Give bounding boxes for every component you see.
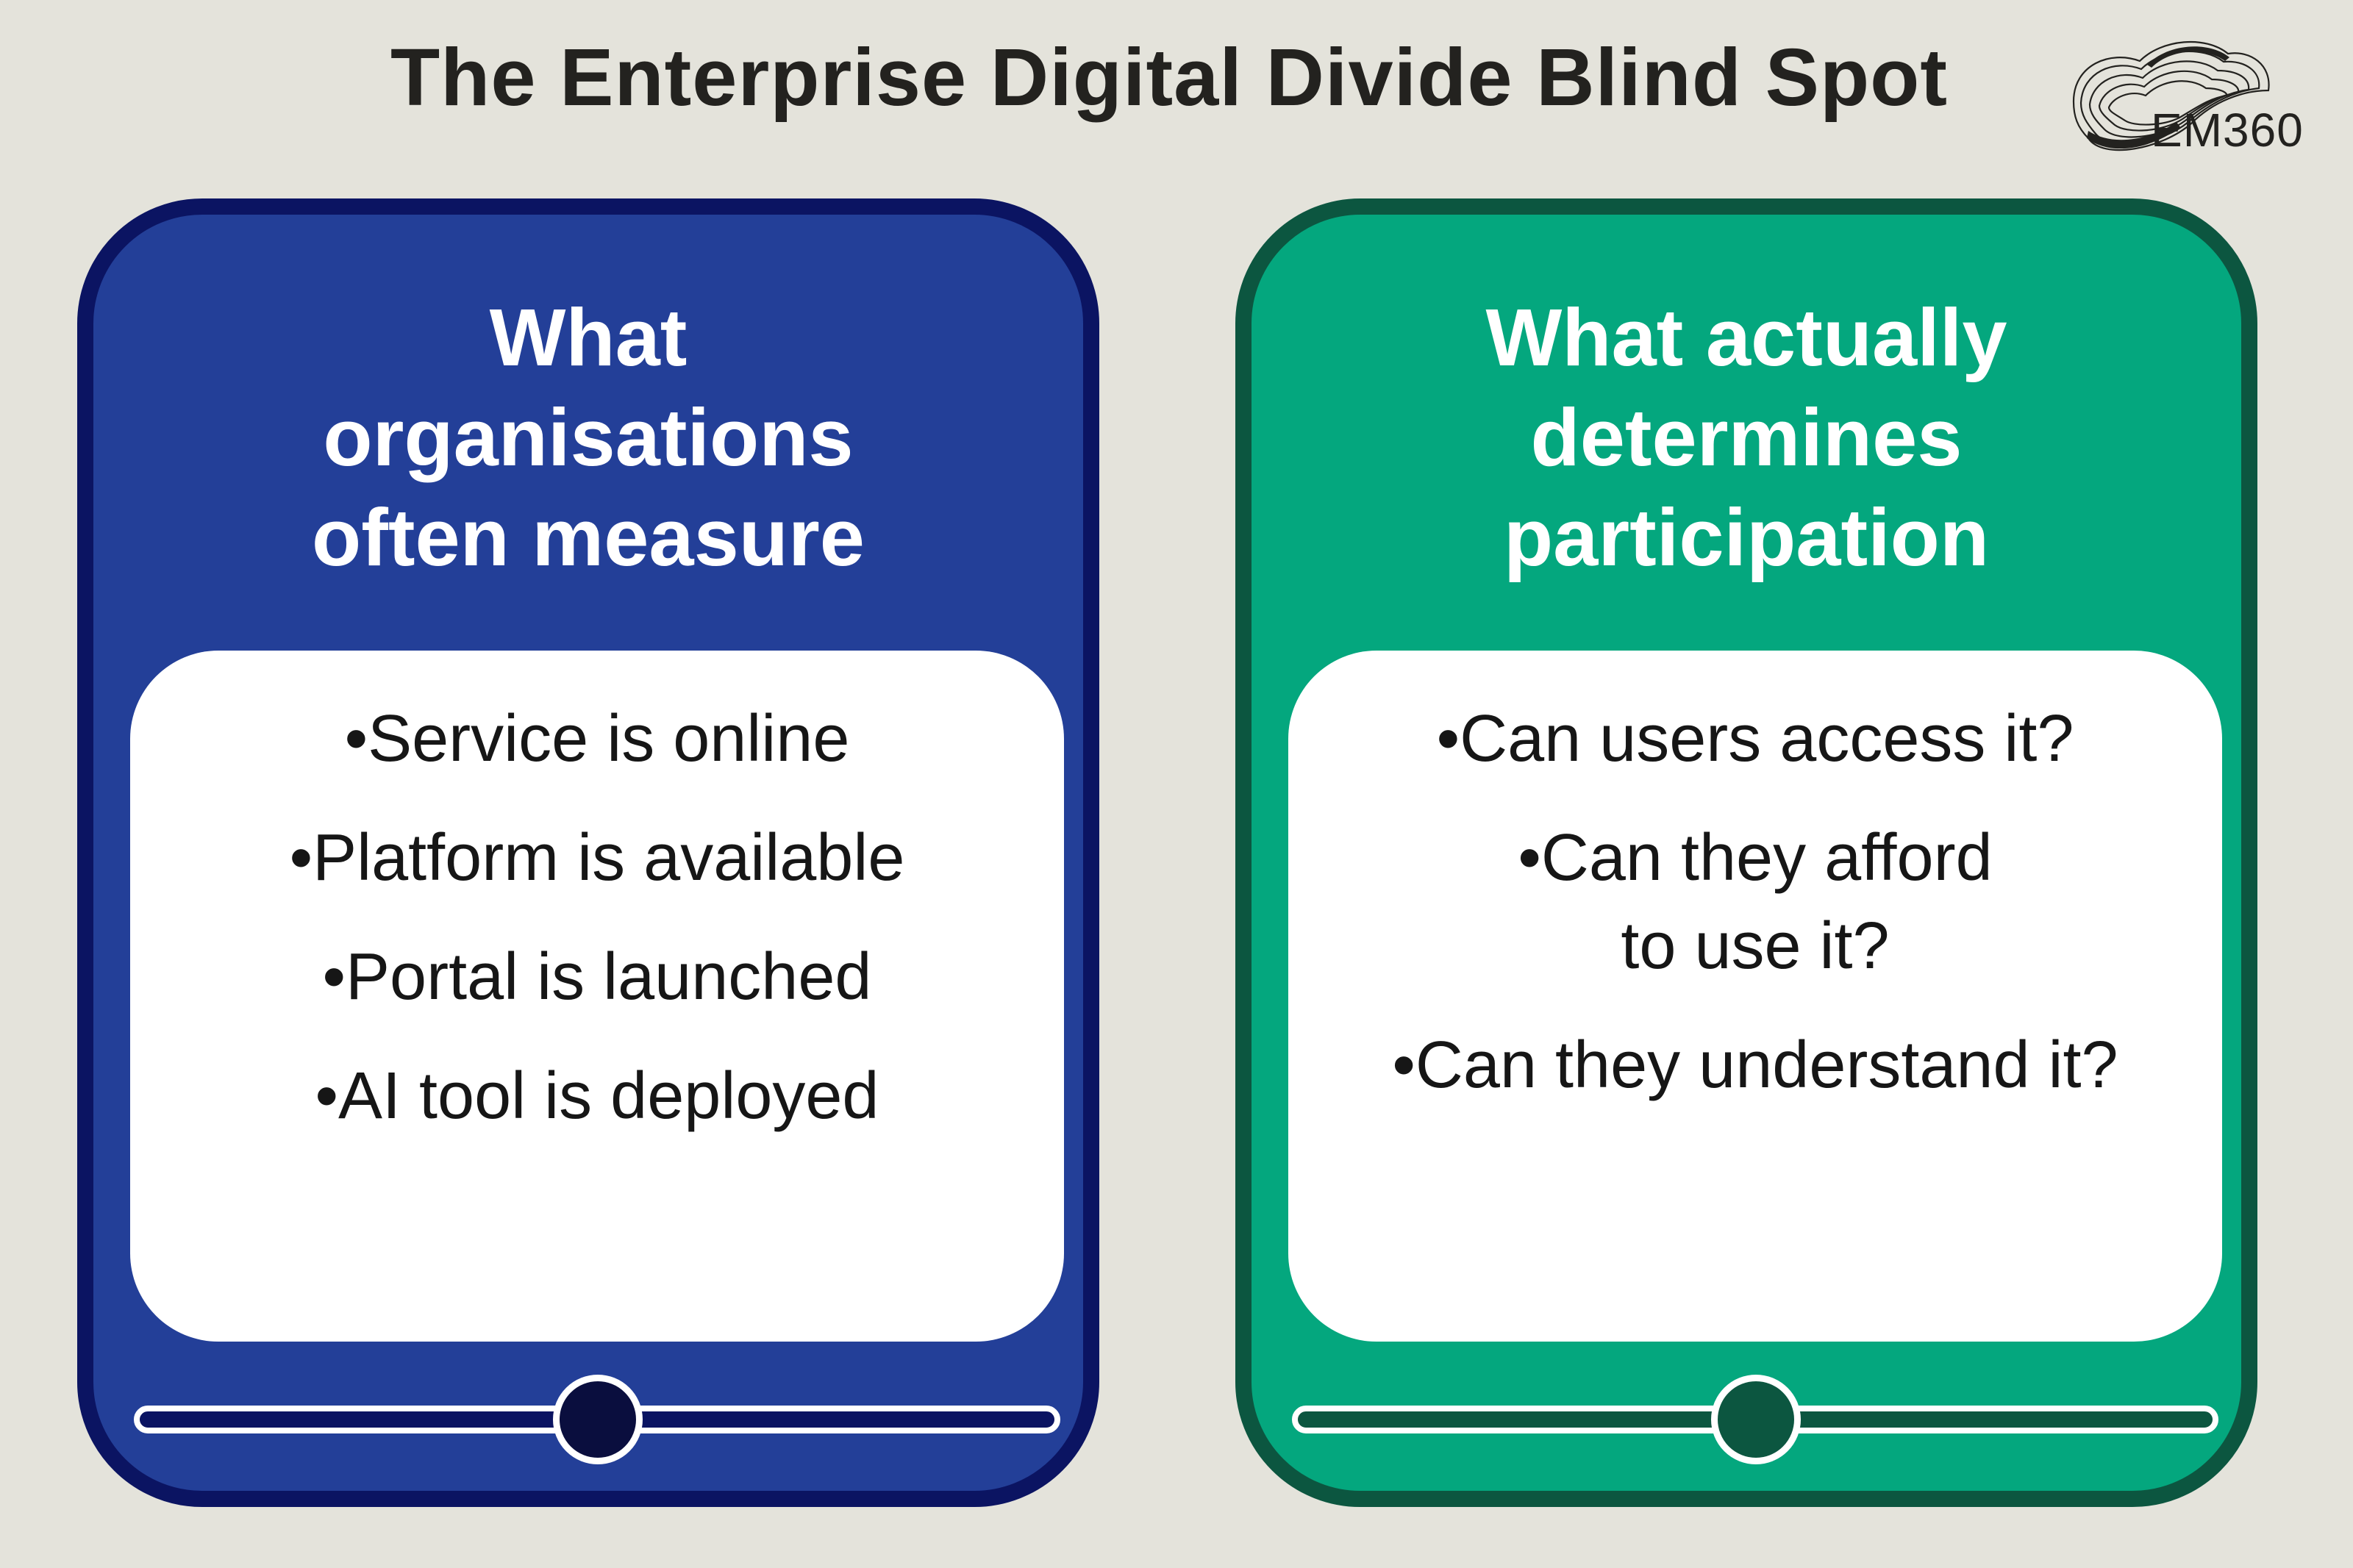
measured-panel: What organisations often measure •Servic… bbox=[77, 198, 1099, 1507]
em360-logo-icon bbox=[2072, 40, 2270, 151]
list-item: •Can they understand it? bbox=[1288, 1021, 2222, 1109]
list-item: •Service is online bbox=[344, 702, 850, 776]
participation-list: •Can users access it? •Can they afford t… bbox=[1288, 695, 2222, 1140]
list-item: •Platform is available bbox=[289, 821, 905, 895]
list-item: •Portal is launched bbox=[322, 940, 872, 1014]
heading-line: determines bbox=[1530, 393, 1963, 483]
slider-knob bbox=[1711, 1375, 1801, 1464]
list-item: •Can users access it? bbox=[1288, 695, 2222, 783]
participation-panel-heading: What actually determines participation bbox=[1252, 288, 2241, 588]
slider-knob bbox=[553, 1375, 643, 1464]
measured-list: •Service is online •Platform is availabl… bbox=[130, 695, 1064, 1171]
list-item: •Can they afford to use it? bbox=[1288, 814, 2222, 990]
list-item-line: to use it? bbox=[1621, 909, 1890, 983]
heading-line: participation bbox=[1503, 493, 1990, 583]
logo-text: EM360 bbox=[2151, 104, 2304, 157]
heading-line: organisations bbox=[323, 393, 854, 483]
list-item-line: •Can they understand it? bbox=[1392, 1028, 2118, 1102]
page-title-text: The Enterprise Digital Divide Blind Spot bbox=[390, 32, 1949, 123]
list-item-line: •Can users access it? bbox=[1436, 702, 2074, 776]
heading-line: often measure bbox=[312, 493, 865, 583]
participation-list-card: •Can users access it? •Can they afford t… bbox=[1288, 651, 2222, 1342]
heading-line: What actually bbox=[1485, 293, 2007, 383]
list-item: •AI tool is deployed bbox=[315, 1059, 879, 1133]
heading-line: What bbox=[489, 293, 688, 383]
participation-panel: What actually determines participation •… bbox=[1235, 198, 2257, 1507]
measured-panel-heading: What organisations often measure bbox=[93, 288, 1083, 588]
measured-list-card: •Service is online •Platform is availabl… bbox=[130, 651, 1064, 1342]
list-item-line: •Can they afford bbox=[1518, 821, 1993, 895]
page-title: The Enterprise Digital Divide Blind Spot bbox=[0, 31, 2353, 124]
